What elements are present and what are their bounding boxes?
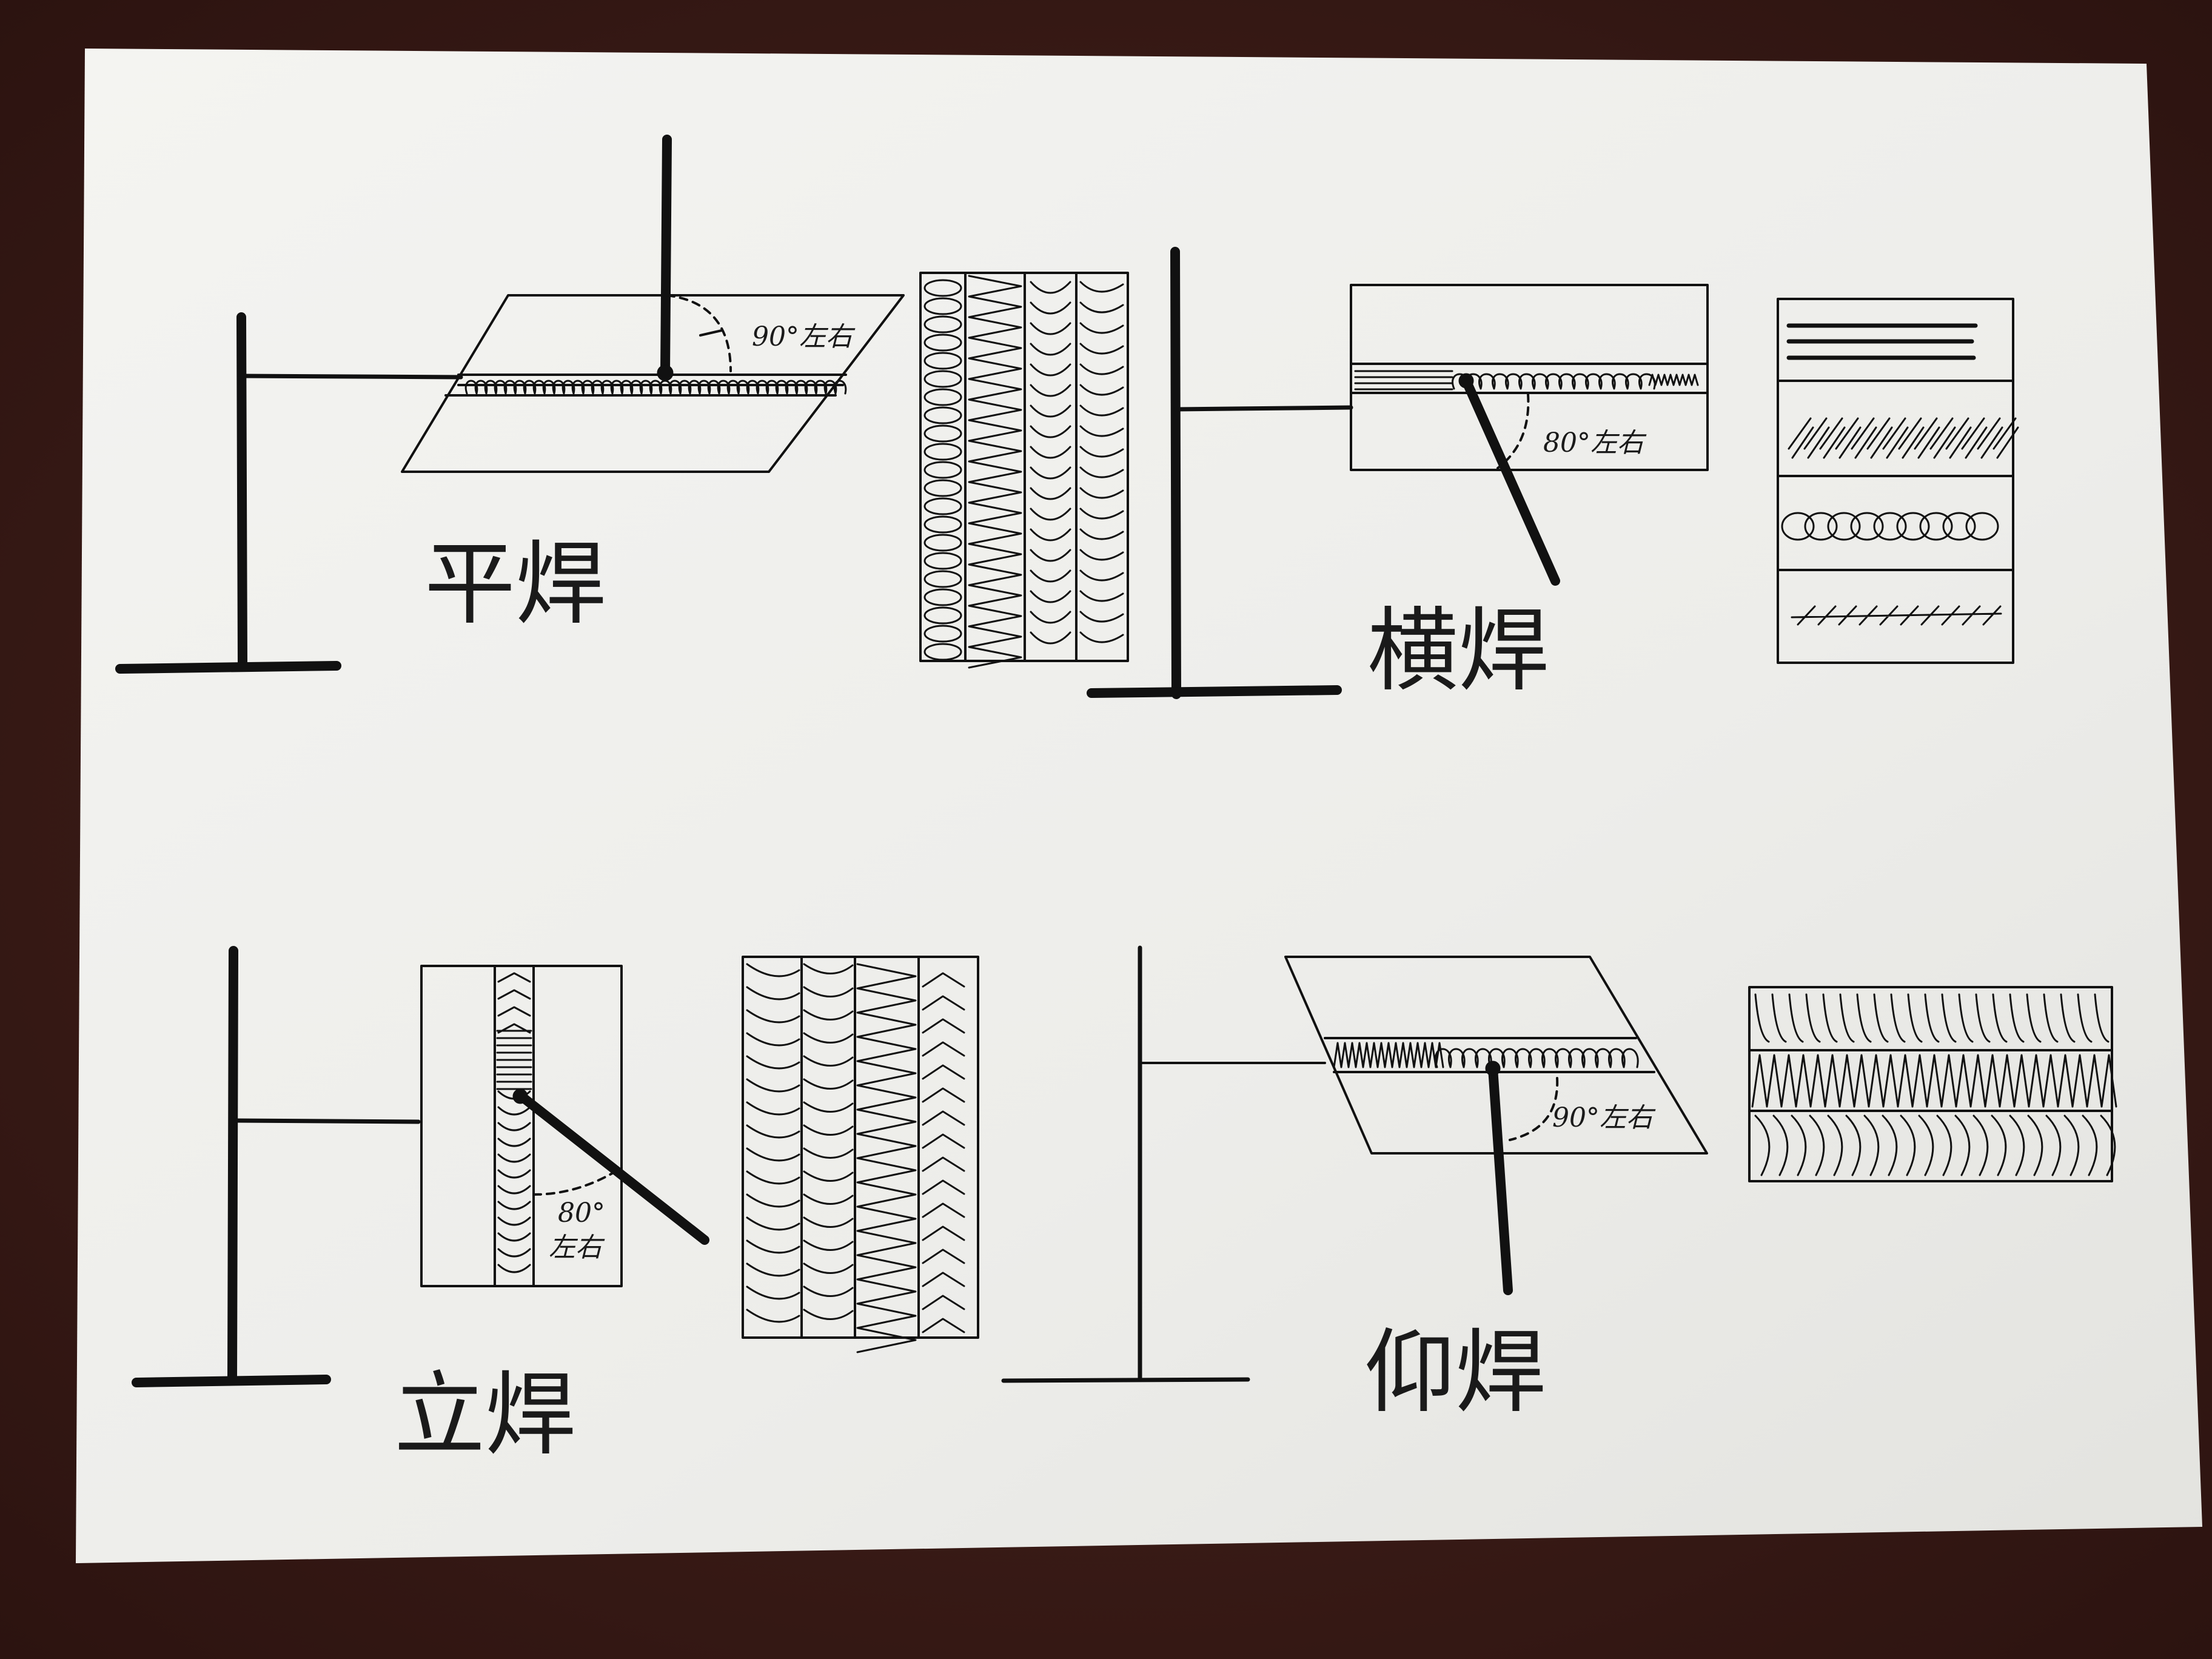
flat-weld-title: 平焊 <box>424 532 606 637</box>
flat-weld-angle-label: 90°左右 <box>752 321 856 352</box>
overhead-weld-title: 仰焊 <box>1364 1320 1546 1426</box>
vertical-weld-angle-word: 左右 <box>549 1232 605 1263</box>
vertical-weld-title: 立焊 <box>394 1362 576 1468</box>
overhead-weld-angle-label: 90°左右 <box>1552 1102 1656 1133</box>
horizontal-weld-title: 横焊 <box>1367 598 1549 704</box>
horizontal-weld-angle-label: 80°左右 <box>1543 427 1647 458</box>
vertical-weld-angle-value: 80° <box>558 1198 605 1228</box>
